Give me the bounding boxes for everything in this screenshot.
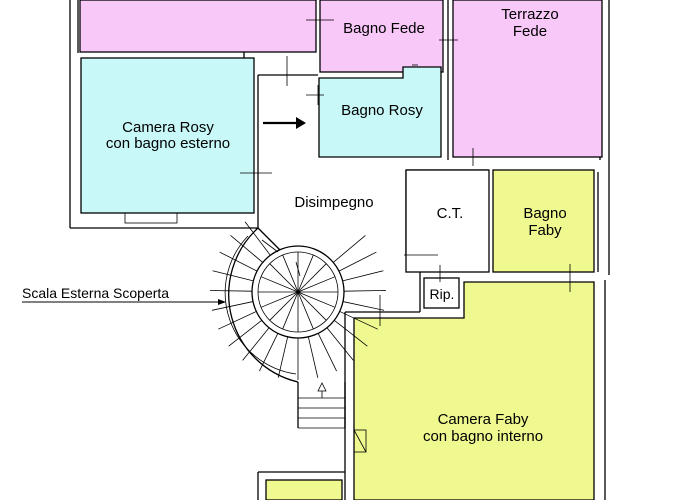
label-rip: Rip. (430, 286, 455, 302)
label-bagno-faby: Bagno (523, 205, 566, 222)
stair-tread (277, 336, 289, 378)
stair-inner-tread (297, 291, 327, 321)
arrow-icon (263, 117, 306, 129)
label-bagno-faby-sub: Faby (528, 222, 562, 239)
door-marks (240, 12, 571, 326)
label-terrazzo: Terrazzo (501, 6, 559, 23)
room-bagno-fede (319, 0, 444, 73)
stair-inner-tread (260, 276, 299, 293)
stair-tread (326, 327, 354, 361)
stair-tread (342, 270, 384, 282)
stair-tread (242, 327, 270, 361)
stair-tread (339, 311, 378, 330)
stair-tread (219, 251, 258, 272)
stair-inner-tread (297, 291, 336, 308)
stair-inner-tread (269, 291, 299, 321)
stair-inner-tread (282, 291, 299, 330)
stair-tread (334, 320, 368, 347)
label-bagno-fede: Bagno Fede (343, 20, 425, 37)
stair-tread (332, 235, 366, 263)
stair-tread (317, 333, 337, 372)
label-terrazzo-fede: Fede (513, 23, 547, 40)
stair-tread (342, 301, 385, 311)
stair-inner-tread (297, 263, 327, 293)
label-scala: Scala Esterna Scoperta (22, 285, 169, 301)
stair-inner-tread (297, 291, 314, 330)
room-bagno-rosy (318, 66, 442, 158)
stair-tread (218, 311, 257, 330)
stair-tread (307, 336, 319, 378)
label-ct: C.T. (437, 205, 464, 222)
stair-tread (230, 235, 264, 263)
label-camera-rosy: Camera Rosy (122, 119, 214, 136)
room-terrazzo-fede (452, 0, 603, 158)
stair-tread (259, 333, 279, 372)
stair-inner-tread (260, 291, 299, 308)
stair-tread (343, 290, 386, 292)
room-top-left (79, 0, 317, 53)
room-bottom-left (265, 479, 343, 500)
label-camera-faby-sub: con bagno interno (423, 428, 543, 445)
stair-inner-tread (297, 254, 314, 293)
stair-tread (338, 251, 377, 272)
label-camera-rosy-sub: con bagno esterno (106, 135, 230, 152)
stair-tread (210, 290, 253, 292)
stair-inner-tread (297, 276, 336, 293)
label-disimpegno: Disimpegno (294, 194, 373, 211)
straight-steps (297, 382, 346, 429)
stair-tread (212, 270, 254, 282)
stair-tread (211, 301, 254, 311)
stair-tread (228, 320, 262, 347)
spiral-staircase (210, 221, 386, 383)
label-camera-faby: Camera Faby (438, 411, 529, 428)
stair-inner-tread (282, 254, 299, 293)
room-camera-faby (353, 281, 595, 500)
room-rip (423, 277, 460, 309)
room-bagno-faby (492, 169, 595, 273)
stair-inner-tread (269, 263, 299, 293)
label-bagno-rosy: Bagno Rosy (341, 102, 423, 119)
stair-tread (244, 221, 271, 256)
